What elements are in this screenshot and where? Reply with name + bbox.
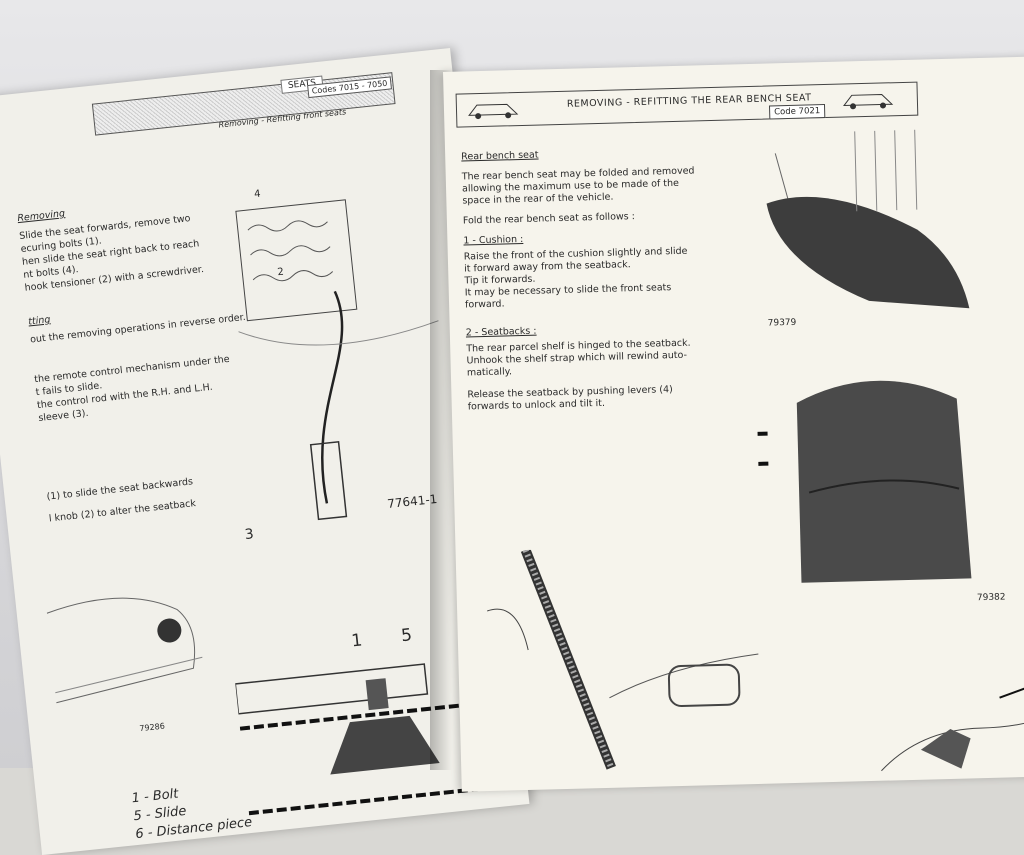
right-header-code: Code 7021 [768,104,826,120]
seatback-illustration [755,380,972,583]
book-gutter-shadow [430,70,452,770]
fig-number-4: 79382 [976,592,1006,604]
step2-title: 2 - Seatbacks : [465,325,537,339]
right-line: space in the rear of the vehicle. [462,191,614,207]
callout-3: 3 [243,526,255,544]
parcel-shelf-strap-illustration [486,548,759,770]
callout-4: 4 [253,188,262,201]
seat-knob-illustration [46,597,203,704]
left-line: out the removing operations in reverse o… [29,311,247,346]
lever-illustration [881,685,1024,772]
left-page: SEATS Codes 7015 - 7050 Removing - Refit… [0,48,530,855]
car-icon [842,94,894,110]
cushion-illustration [766,129,970,309]
right-line: matically. [466,366,513,379]
seat-mechanism-diagram [235,199,439,521]
callout-2: 2 [276,266,285,279]
left-heading-refitting: tting [27,314,51,328]
right-line: Fold the rear bench seat as follows : [462,211,636,227]
right-line: forward. [464,298,505,311]
right-line: forwards to unlock and tilt it. [467,397,606,413]
left-line: l knob (2) to alter the seatback [48,498,197,525]
right-page: REMOVING - REFITTING THE REAR BENCH SEAT… [443,56,1024,792]
fig-number-3: 79379 [767,317,797,329]
car-icon [468,103,519,120]
step1-title: 1 - Cushion : [463,233,524,247]
left-heading-removing: Removing [16,208,66,225]
right-heading: Rear bench seat [461,149,539,163]
callout-5: 5 [400,625,414,647]
callout-1: 1 [350,630,364,652]
